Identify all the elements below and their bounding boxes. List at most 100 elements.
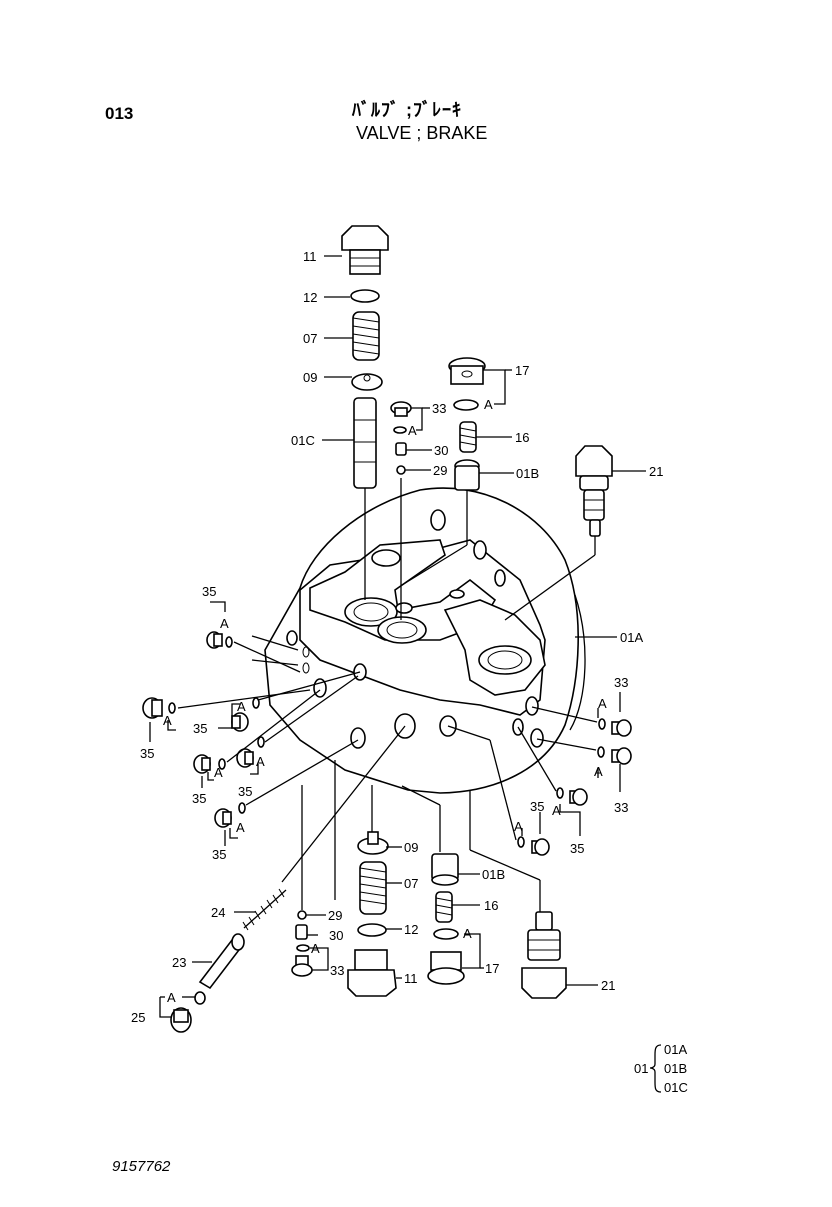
label-35-left-6: 35 bbox=[212, 847, 226, 862]
label-A-right-1: A bbox=[598, 696, 607, 711]
part-11-plug-top bbox=[341, 225, 389, 275]
assembly-lines bbox=[177, 478, 598, 912]
label-01A: 01A bbox=[620, 630, 643, 645]
part-30-orifice-bottom bbox=[295, 924, 308, 940]
part-A-o-ring-bottom bbox=[433, 928, 459, 940]
part-33-plug-top bbox=[390, 401, 412, 417]
legend-item-01C: 01C bbox=[664, 1080, 688, 1095]
part-A-ring-25 bbox=[194, 991, 206, 1005]
label-A-25: A bbox=[167, 990, 176, 1005]
label-35-right-2: 35 bbox=[570, 841, 584, 856]
part-12-o-ring-bottom bbox=[357, 923, 387, 937]
label-29-top: 29 bbox=[433, 463, 447, 478]
part-09-seat-top bbox=[351, 373, 383, 391]
label-A-17-top: A bbox=[484, 397, 493, 412]
label-12-top: 12 bbox=[303, 290, 317, 305]
label-09-top: 09 bbox=[303, 370, 317, 385]
part-35-plug-left-3 bbox=[231, 712, 249, 732]
label-30-bottom: 30 bbox=[329, 928, 343, 943]
label-A-left-2: A bbox=[163, 713, 172, 728]
label-24: 24 bbox=[211, 905, 225, 920]
part-A-ring-left-6 bbox=[238, 802, 246, 814]
title-english: VALVE ; BRAKE bbox=[356, 123, 488, 143]
part-33-plug-right-2 bbox=[611, 747, 632, 765]
label-A-33-bottom: A bbox=[311, 941, 320, 956]
part-A-small-ring-bottom bbox=[296, 944, 310, 952]
label-A-right-3: A bbox=[552, 803, 561, 818]
part-A-ring-right-3 bbox=[556, 787, 564, 799]
part-24-spring-rod bbox=[242, 888, 287, 931]
part-35-plug-left-2 bbox=[142, 697, 163, 719]
part-25-plug bbox=[170, 1007, 192, 1033]
part-01B-piston-bottom bbox=[431, 853, 459, 886]
label-A-left-6: A bbox=[236, 820, 245, 835]
callout-labels: 11 12 07 09 01C 17 A 33 A 16 30 29 01B 2… bbox=[131, 249, 663, 1025]
label-A-left-3: A bbox=[237, 699, 246, 714]
legend-parent-01: 01 bbox=[634, 1061, 648, 1076]
part-A-ring-left-5 bbox=[257, 736, 265, 748]
part-35-plug-left-5 bbox=[236, 748, 254, 768]
part-A-small-ring-top bbox=[393, 426, 407, 434]
drawing-number: 9157762 bbox=[112, 1158, 171, 1175]
label-30-top: 30 bbox=[434, 443, 448, 458]
part-A-ring-left-1 bbox=[225, 636, 233, 648]
label-12-bottom: 12 bbox=[404, 922, 418, 937]
label-29-bottom: 29 bbox=[328, 908, 342, 923]
part-09-seat-bottom bbox=[357, 831, 389, 855]
label-07-bottom: 07 bbox=[404, 876, 418, 891]
label-A-left-1: A bbox=[220, 616, 229, 631]
part-35-plug-right-2 bbox=[531, 838, 550, 856]
part-33-plug-right-1 bbox=[611, 719, 632, 737]
page-number: 013 bbox=[105, 104, 134, 123]
part-35-plug-left-6 bbox=[214, 808, 232, 828]
label-17-top: 17 bbox=[515, 363, 529, 378]
label-A-right-4: A bbox=[514, 819, 523, 834]
label-07-top: 07 bbox=[303, 331, 317, 346]
label-35-right-1: 35 bbox=[530, 799, 544, 814]
part-16-spring-top bbox=[459, 421, 477, 453]
part-A-ring-left-4 bbox=[218, 758, 226, 770]
part-16-spring-bottom bbox=[435, 891, 453, 923]
label-01B-top: 01B bbox=[516, 466, 539, 481]
label-33-right-2: 33 bbox=[614, 800, 628, 815]
part-07-spring-top bbox=[352, 311, 380, 361]
part-A-ring-right-1 bbox=[598, 718, 606, 730]
part-12-o-ring-top bbox=[350, 289, 380, 303]
part-17-plug-bottom bbox=[427, 951, 465, 985]
part-01B-piston-top bbox=[454, 459, 480, 491]
label-A-33-top: A bbox=[408, 423, 417, 438]
label-16-bottom: 16 bbox=[484, 898, 498, 913]
part-A-ring-right-4 bbox=[517, 836, 525, 848]
label-33-top: 33 bbox=[432, 401, 446, 416]
part-A-ring-right-2 bbox=[597, 746, 605, 758]
part-35-plug-right-1 bbox=[569, 788, 588, 806]
label-A-right-2: A bbox=[594, 764, 603, 779]
label-35-left-5: 35 bbox=[238, 784, 252, 799]
part-35-plug-left-1 bbox=[206, 631, 223, 649]
label-35-left-1: 35 bbox=[202, 584, 216, 599]
part-A-ring-left-2 bbox=[168, 702, 176, 714]
label-35-left-2: 35 bbox=[140, 746, 154, 761]
part-17-plug-top bbox=[448, 357, 486, 385]
label-11-top: 11 bbox=[303, 249, 317, 264]
part-11-plug-bottom bbox=[347, 949, 397, 997]
label-23: 23 bbox=[172, 955, 186, 970]
part-35-plug-left-4 bbox=[193, 754, 211, 774]
label-25: 25 bbox=[131, 1010, 145, 1025]
label-33-bottom: 33 bbox=[330, 963, 344, 978]
label-35-left-4: 35 bbox=[192, 791, 206, 806]
assembly-legend: 01 01A 01B 01C bbox=[634, 1042, 688, 1095]
label-A-left-5: A bbox=[256, 754, 265, 769]
label-A-left-4: A bbox=[214, 765, 223, 780]
part-23-piston-rod bbox=[198, 933, 245, 990]
part-29-ball-top bbox=[396, 465, 406, 475]
label-21-top: 21 bbox=[649, 464, 663, 479]
label-01B-bottom: 01B bbox=[482, 867, 505, 882]
legend-item-01A: 01A bbox=[664, 1042, 687, 1057]
part-33-plug-bottom bbox=[291, 955, 313, 977]
title-japanese: ﾊﾞﾙﾌﾞ ;ﾌﾞﾚｰｷ bbox=[352, 100, 462, 120]
label-17-bottom: 17 bbox=[485, 961, 499, 976]
label-A-17-bottom: A bbox=[463, 926, 472, 941]
part-07-spring-bottom bbox=[359, 861, 387, 915]
